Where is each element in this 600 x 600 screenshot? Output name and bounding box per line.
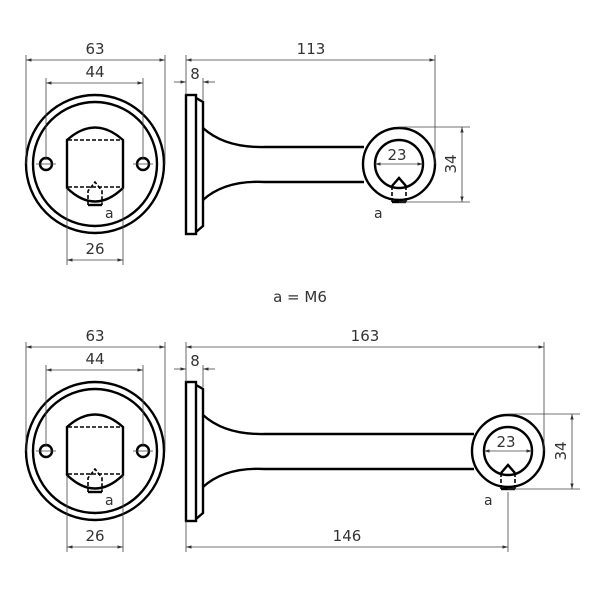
side-view: 163 8 23 34 146 a xyxy=(174,327,580,552)
dim-26: 26 xyxy=(85,240,104,258)
front-view: 63 44 26 a xyxy=(24,327,166,552)
dim-63: 63 xyxy=(85,40,104,58)
dim-34: 34 xyxy=(442,154,460,173)
dim-44: 44 xyxy=(85,63,104,81)
dim-8: 8 xyxy=(190,352,200,370)
side-view: 113 8 23 34 a xyxy=(174,40,470,236)
front-view: 63 44 26 a xyxy=(24,40,166,265)
dim-63: 63 xyxy=(85,327,104,345)
bottom-variant: 63 44 26 a 163 8 23 34 xyxy=(24,327,580,552)
dim-146: 146 xyxy=(333,527,362,545)
top-variant: 63 44 26 a 113 8 23 34 a xyxy=(24,40,470,265)
dim-23: 23 xyxy=(387,146,406,164)
dim-26: 26 xyxy=(85,527,104,545)
dim-34: 34 xyxy=(552,441,570,460)
thread-label: a xyxy=(105,493,114,509)
dim-23: 23 xyxy=(496,433,515,451)
thread-label: a xyxy=(484,493,493,509)
dim-8: 8 xyxy=(190,65,200,83)
dim-44: 44 xyxy=(85,350,104,368)
thread-label: a xyxy=(105,206,114,222)
dim-113: 113 xyxy=(297,40,326,58)
dim-163: 163 xyxy=(351,327,380,345)
thread-legend: a = M6 xyxy=(273,288,327,306)
thread-label: a xyxy=(374,206,383,222)
